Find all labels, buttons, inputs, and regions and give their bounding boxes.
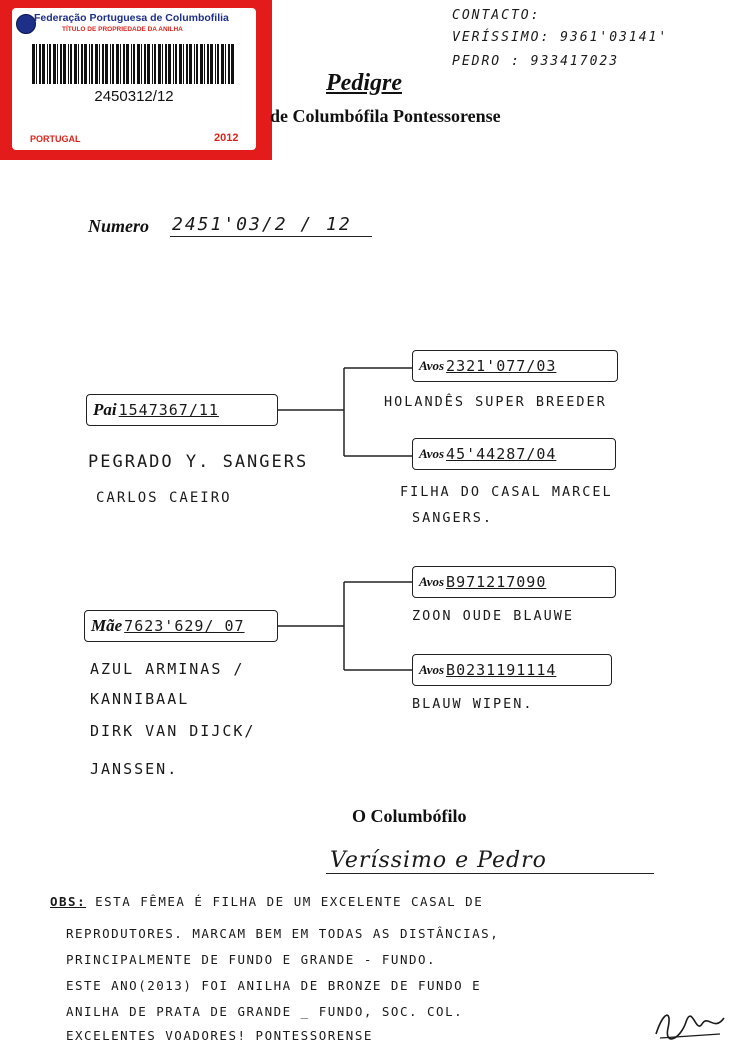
grandparent-ring-2: 45'44287/04 (446, 445, 557, 463)
federation-seal-icon (16, 14, 36, 34)
grandparent-box-3: Avos B971217090 (412, 566, 616, 598)
obs-line-6: EXCELENTES VOADORES! PONTESSORENSE (66, 1028, 373, 1043)
grandparent-label: Avos (419, 446, 445, 461)
father-note-1: PEGRADO Y. SANGERS (88, 452, 309, 472)
father-label: Pai (93, 400, 117, 419)
grandparent-ring-1: 2321'077/03 (446, 357, 557, 375)
grandparent-ring-4: B0231191114 (446, 661, 557, 679)
page-subtitle: de Columbófila Pontessorense (270, 106, 501, 126)
obs-line-4: ESTE ANO(2013) FOI ANILHA DE BRONZE DE F… (66, 978, 482, 993)
ring-card-inner: Federação Portuguesa de Columbofilia TÍT… (12, 8, 256, 150)
ring-number: 2450312/12 (94, 88, 174, 105)
numero-value: 2451'03/2 / 12 (170, 214, 372, 237)
contact-line-1: VERÍSSIMO: 9361'03141' (452, 30, 669, 45)
ring-ownership-card: Federação Portuguesa de Columbofilia TÍT… (0, 0, 272, 160)
obs-line-2: REPRODUTORES. MARCAM BEM EM TODAS AS DIS… (66, 926, 500, 941)
contact-line-2: PEDRO : 933417023 (452, 54, 620, 69)
grandparent-note-3: ZOON OUDE BLAUWE (412, 608, 575, 624)
card-country: PORTUGAL (30, 134, 81, 144)
father-note-2: CARLOS CAEIRO (96, 490, 232, 506)
mother-label: Mãe (91, 616, 123, 635)
mother-box: Mãe 7623'629/ 07 (84, 610, 278, 642)
signature-scribble-icon (655, 1014, 725, 1040)
grandparent-label: Avos (419, 358, 445, 373)
columbofilo-heading: O Columbófilo (352, 806, 467, 826)
mother-note-2: KANNIBAAL (90, 690, 190, 708)
obs-line-3: PRINCIPALMENTE DE FUNDO E GRANDE - FUNDO… (66, 952, 437, 967)
obs-text-1: ESTA FÊMEA É FILHA DE UM EXCELENTE CASAL… (86, 894, 484, 909)
card-year: 2012 (214, 132, 239, 144)
mother-note-1: AZUL ARMINAS / (90, 660, 245, 678)
grandparent-note-2a: FILHA DO CASAL MARCEL (400, 484, 613, 500)
numero-label: Numero (88, 216, 150, 236)
mother-note-4: JANSSEN. (90, 760, 179, 778)
federation-name: Federação Portuguesa de Columbofilia (34, 12, 229, 24)
contact-heading: CONTACTO: (452, 8, 541, 23)
grandparent-box-2: Avos 45'44287/04 (412, 438, 616, 470)
signature-line: Veríssimo e Pedro (326, 848, 654, 874)
mother-note-3: DIRK VAN DIJCK/ (90, 722, 256, 740)
grandparent-box-4: Avos B0231191114 (412, 654, 612, 686)
obs-line-1: OBS: ESTA FÊMEA É FILHA DE UM EXCELENTE … (50, 894, 483, 909)
federation-subtitle: TÍTULO DE PROPRIEDADE DA ANILHA (62, 26, 183, 33)
grandparent-note-1: HOLANDÊS SUPER BREEDER (384, 394, 607, 410)
obs-label: OBS: (50, 894, 87, 909)
grandparent-label: Avos (419, 662, 445, 677)
father-box: Pai 1547367/11 (86, 394, 278, 426)
grandparent-label: Avos (419, 574, 445, 589)
grandparent-note-4: BLAUW WIPEN. (412, 696, 534, 712)
grandparent-note-2b: SANGERS. (412, 510, 494, 526)
grandparent-ring-3: B971217090 (446, 573, 547, 591)
father-ring: 1547367/11 (118, 401, 219, 419)
grandparent-box-1: Avos 2321'077/03 (412, 350, 618, 382)
page-title: Pedigre (326, 70, 402, 96)
obs-line-5: ANILHA DE PRATA DE GRANDE _ FUNDO, SOC. … (66, 1004, 464, 1019)
mother-ring: 7623'629/ 07 (124, 617, 245, 635)
barcode-icon (32, 44, 234, 84)
